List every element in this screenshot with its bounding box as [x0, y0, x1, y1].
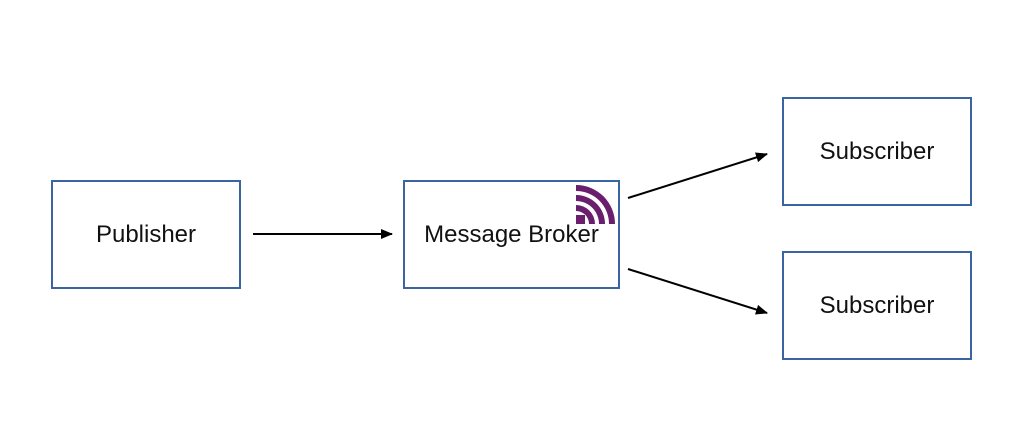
publisher-node[interactable]: Publisher [51, 180, 241, 289]
subscriber-node-1[interactable]: Subscriber [782, 97, 972, 206]
arrow-broker-to-subscriber-1 [627, 152, 768, 199]
arrow-broker-to-subscriber-2 [627, 268, 768, 315]
broadcast-waves-icon [576, 185, 615, 224]
subscriber-label: Subscriber [819, 137, 935, 165]
publisher-label: Publisher [95, 220, 197, 248]
message-broker-label: Message Broker [424, 220, 599, 248]
subscriber-node-2[interactable]: Subscriber [782, 251, 972, 360]
subscriber-label: Subscriber [819, 291, 935, 319]
message-broker-node[interactable]: Message Broker [403, 180, 620, 289]
